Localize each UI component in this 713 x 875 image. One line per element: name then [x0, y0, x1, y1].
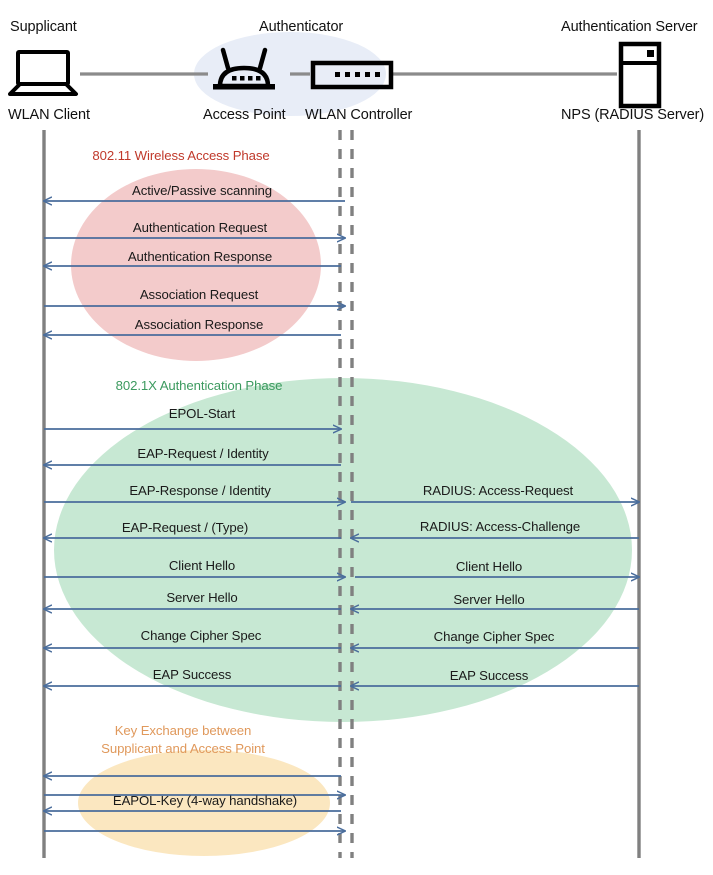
- message-label: EAP Success: [449, 668, 529, 683]
- actor-device-access-point: Access Point: [203, 107, 286, 123]
- actor-role-authentication-server: Authentication Server: [561, 19, 698, 35]
- message-label: EAPOL-Key (4-way handshake): [112, 793, 298, 808]
- server-rack-icon: [618, 41, 662, 109]
- message-label: Authentication Request: [132, 220, 268, 235]
- message-label: Server Hello: [453, 592, 525, 607]
- message-label: RADIUS: Access-Challenge: [419, 519, 581, 534]
- actor-device-wlan-controller: WLAN Controller: [305, 107, 413, 123]
- message-label: EAP-Request / Identity: [137, 446, 269, 461]
- actor-device-nps-radius-server: NPS (RADIUS Server): [561, 107, 705, 123]
- network-switch-icon: [310, 60, 394, 90]
- message-label: EAP-Response / Identity: [129, 483, 271, 498]
- actor-device-wlan-client: WLAN Client: [8, 107, 90, 123]
- message-label: EPOL-Start: [168, 406, 236, 421]
- message-label: EAP-Request / (Type): [121, 520, 249, 535]
- phase-ellipse-wireless: [71, 169, 321, 361]
- phase-label-key-exchange-line2: Supplicant and Access Point: [101, 741, 265, 756]
- message-label: Server Hello: [166, 590, 238, 605]
- actor-role-supplicant: Supplicant: [10, 19, 77, 35]
- phase-label-wireless-access: 802.11 Wireless Access Phase: [92, 148, 270, 163]
- message-label: Change Cipher Spec: [433, 629, 555, 644]
- message-label: Association Request: [139, 287, 259, 302]
- wireless-access-point-icon: [213, 47, 275, 90]
- message-label: EAP Success: [152, 667, 232, 682]
- lifelines: [42, 130, 641, 858]
- message-label: Authentication Response: [127, 249, 273, 264]
- phase-label-key-exchange: Key Exchange between Supplicant and Acce…: [0, 722, 366, 758]
- message-label: Change Cipher Spec: [140, 628, 262, 643]
- message-label: Client Hello: [455, 559, 523, 574]
- laptop-icon: [8, 50, 78, 96]
- message-label: Client Hello: [168, 558, 236, 573]
- message-label: Active/Passive scanning: [132, 183, 272, 198]
- message-label: RADIUS: Access-Request: [422, 483, 574, 498]
- phase-label-key-exchange-line1: Key Exchange between: [114, 723, 252, 738]
- message-arrow-layer: [44, 201, 639, 831]
- phase-label-dot1x-authentication: 802.1X Authentication Phase: [115, 378, 283, 393]
- phase-ellipse-dot1x: [54, 378, 632, 722]
- message-label: Association Response: [134, 317, 264, 332]
- actor-role-authenticator: Authenticator: [259, 19, 344, 35]
